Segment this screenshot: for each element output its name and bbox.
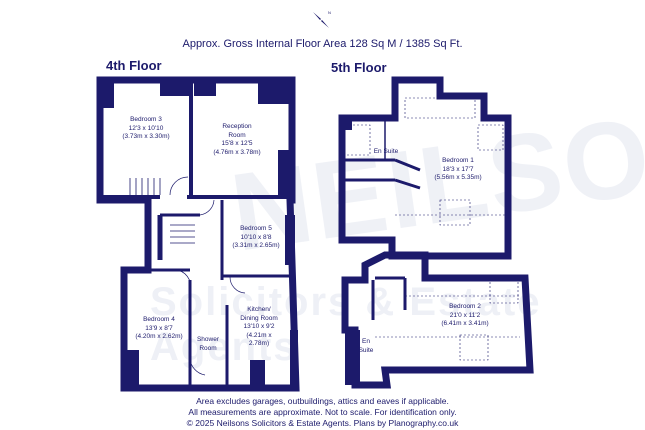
floor-label-5th: 5th Floor bbox=[331, 60, 387, 75]
disclaimer-line-2: All measurements are approximate. Not to… bbox=[188, 407, 457, 417]
disclaimer-line-1: Area excludes garages, outbuildings, att… bbox=[196, 396, 449, 406]
north-compass-icon: N bbox=[311, 10, 331, 30]
floor-label-4th: 4th Floor bbox=[106, 58, 162, 73]
disclaimer-footer: Area excludes garages, outbuildings, att… bbox=[0, 396, 645, 429]
copyright-line: © 2025 Neilsons Solicitors & Estate Agen… bbox=[186, 418, 459, 428]
room-label-en-suite-1: En Suite bbox=[373, 148, 399, 155]
svg-text:N: N bbox=[328, 10, 331, 15]
floor-area-title: Approx. Gross Internal Floor Area 128 Sq… bbox=[182, 38, 463, 50]
